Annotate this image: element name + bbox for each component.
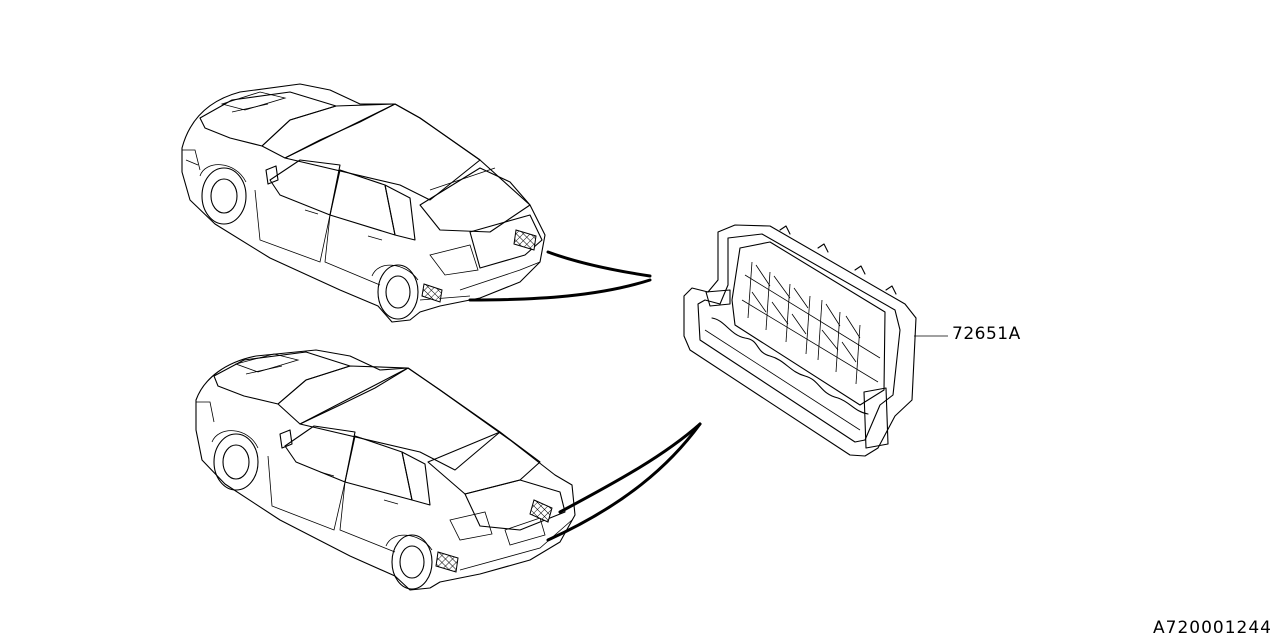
upper-rear-vent-right <box>513 229 537 251</box>
diagram-id-label: A720001244 <box>1153 618 1272 638</box>
air-vent-part-drawing <box>683 224 948 457</box>
upper-car-drawing <box>181 83 546 323</box>
lower-rear-vent-right <box>529 499 553 523</box>
leader-lines <box>468 250 702 542</box>
lower-car-drawing <box>195 349 576 591</box>
lower-rear-vent-left <box>435 551 459 573</box>
upper-rear-vent-left <box>421 283 443 303</box>
part-number-callout: 72651A <box>952 324 1021 344</box>
